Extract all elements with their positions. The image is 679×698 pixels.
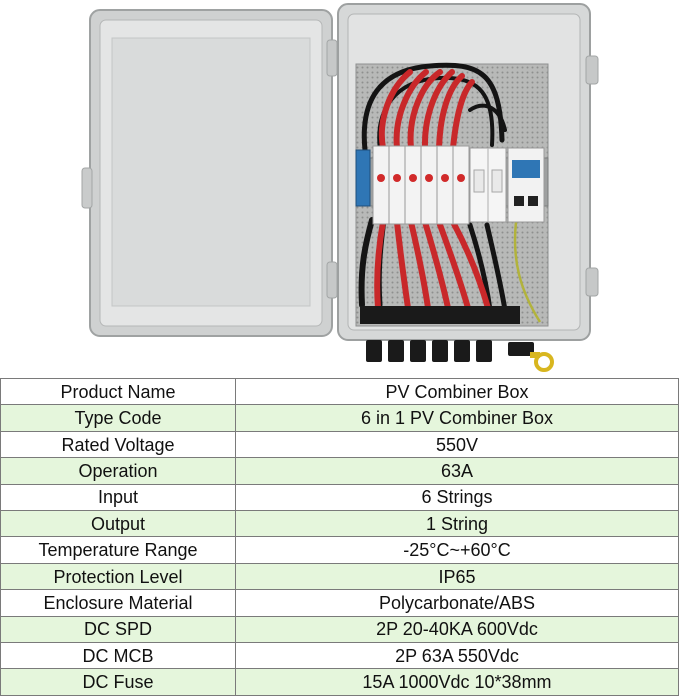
table-row: Temperature Range-25°C~+60°C — [0, 536, 679, 564]
spec-value: Polycarbonate/ABS — [235, 589, 679, 617]
spec-value: IP65 — [235, 562, 679, 591]
spec-label: DC SPD — [0, 615, 236, 644]
earth-wire — [513, 221, 542, 323]
spec-value: PV Combiner Box — [235, 377, 679, 406]
product-photo — [81, 3, 599, 372]
fuse-holders — [372, 145, 470, 225]
spec-label: Protection Level — [0, 562, 236, 591]
spec-label: Enclosure Material — [0, 589, 236, 617]
spec-label: Rated Voltage — [0, 430, 236, 459]
spec-value: 2P 20-40KA 600Vdc — [235, 615, 679, 644]
spec-label: Temperature Range — [0, 536, 236, 564]
enclosure-lid — [81, 9, 338, 337]
surge-protector — [469, 147, 507, 223]
red-wires-top — [378, 69, 475, 151]
spec-value: 550V — [235, 430, 679, 459]
circuit-breaker — [507, 147, 545, 223]
red-wires-bottom — [374, 219, 491, 311]
spec-value: -25°C~+60°C — [235, 536, 679, 564]
cable-glands — [360, 306, 534, 362]
spec-value: 6 Strings — [235, 483, 679, 512]
ring-terminal — [530, 352, 554, 372]
spec-value: 15A 1000Vdc 10*38mm — [235, 668, 679, 696]
spec-value: 2P 63A 550Vdc — [235, 642, 679, 670]
spec-label: DC MCB — [0, 642, 236, 670]
spec-label: Type Code — [0, 404, 236, 432]
spec-value: 63A — [235, 457, 679, 485]
spec-label: Operation — [0, 457, 236, 485]
spec-label: Product Name — [0, 377, 236, 406]
spec-value: 6 in 1 PV Combiner Box — [235, 404, 679, 432]
spec-label: DC Fuse — [0, 668, 236, 696]
spec-value: 1 String — [235, 510, 679, 538]
spec-label: Input — [0, 483, 236, 512]
spec-label: Output — [0, 510, 236, 538]
